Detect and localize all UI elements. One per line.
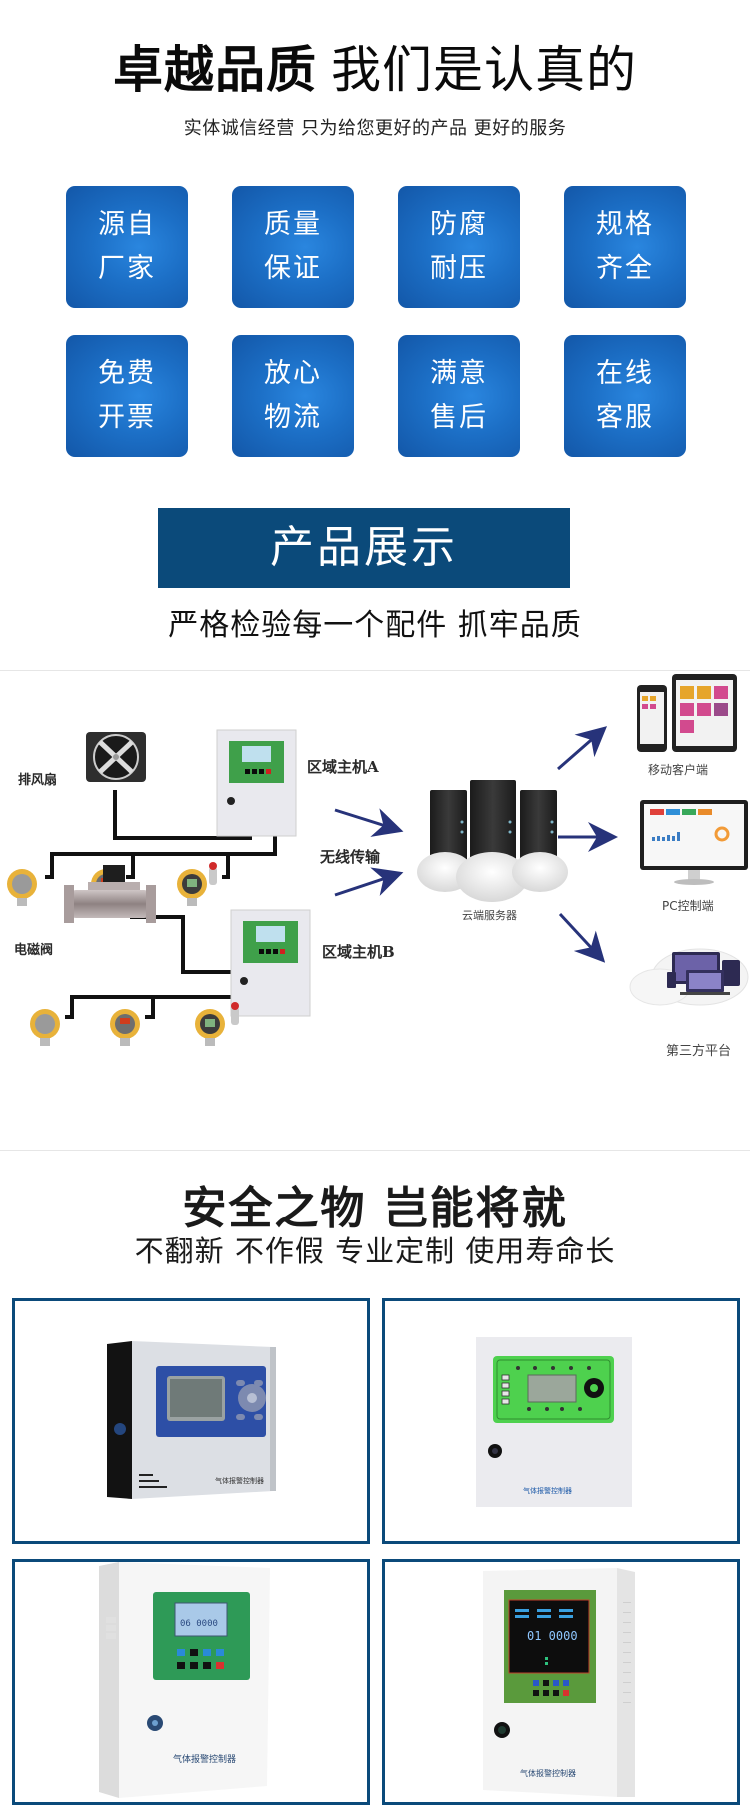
pc-monitor-icon [640,800,748,885]
tile-line1: 源自 [98,209,156,240]
feature-tiles: 源自厂家 质量保证 防腐耐压 规格齐全 免费开票 放心物流 满意售后 在线客服 [66,186,686,457]
feature-tile-anticorrosion: 防腐耐压 [398,186,520,308]
hero-title-bold: 卓越品质 [113,41,317,99]
label-solenoid-valve: 电磁阀 [14,942,53,958]
exhaust-fan-icon [86,732,146,782]
divider [0,1150,750,1151]
label-pc-client: PC控制端 [662,899,714,913]
label-zone-host-a: 区域主机A [307,758,379,776]
tile-line1: 质量 [264,209,322,240]
tile-line2: 物流 [264,402,322,433]
tile-line2: 齐全 [596,253,654,284]
safety-title: 安全之物 岂能将就 [182,1183,568,1234]
product-image-gas-controller-green: 气体报警控制器 [476,1337,632,1507]
feature-tile-logistics: 放心物流 [232,335,354,457]
divider [0,670,750,671]
gas-sensor-icon [30,1009,60,1046]
hero-subtitle: 实体诚信经营 只为给您更好的产品 更好的服务 [183,118,567,139]
solenoid-valve-icon [64,865,156,923]
product-card[interactable]: 06 0000 气体报警控制器 [12,1559,370,1805]
label-wireless: 无线传输 [319,848,381,866]
gas-sensor-icon [110,1009,140,1046]
product-image-gas-controller-blue: 气体报警控制器 [107,1341,276,1499]
product-label: 气体报警控制器 [523,1486,572,1495]
cloud-server-icon [417,780,568,902]
arrow-icon [334,867,404,897]
feature-tile-support[interactable]: 在线客服 [564,335,686,457]
arrow-icon [557,726,608,771]
tile-line1: 免费 [98,358,156,389]
tile-line1: 在线 [596,358,654,389]
tile-line1: 防腐 [430,209,488,240]
safety-subtitle: 不翻新 不作假 专业定制 使用寿命长 [134,1234,616,1268]
tile-line1: 满意 [430,358,488,389]
tile-line1: 放心 [264,358,322,389]
feature-tile-quality: 质量保证 [232,186,354,308]
tile-line2: 耐压 [430,253,488,284]
product-card[interactable]: 气体报警控制器 [12,1298,370,1544]
tile-line2: 开票 [98,402,156,433]
tile-line2: 客服 [596,402,654,433]
product-image-gas-controller-color-lcd: 01 0000 气体报警控制器 [483,1568,635,1797]
third-party-platform-icon [629,948,749,1006]
tile-line2: 厂家 [98,253,156,284]
hero-title: 卓越品质我们是认真的 [0,40,750,100]
tile-line2: 售后 [430,402,488,433]
label-zone-host-b: 区域主机B [322,943,395,961]
zone-controller-a-icon [216,729,297,837]
product-card[interactable]: 气体报警控制器 [382,1298,740,1544]
label-mobile-client: 移动客户端 [648,762,708,777]
gas-sensor-icon [195,1002,239,1046]
system-diagram: 排风扇 区域主机A 无线传输 区域主机B 电磁阀 [0,672,750,1148]
gas-sensor-icon [177,862,217,906]
product-card[interactable]: 01 0000 气体报警控制器 [382,1559,740,1805]
product-label: 气体报警控制器 [520,1768,576,1778]
tile-line2: 保证 [264,253,322,284]
label-cloud-server: 云端服务器 [462,909,517,922]
label-third-party: 第三方平台 [666,1043,731,1059]
feature-tile-aftersales: 满意售后 [398,335,520,457]
lcd-readout: 01 0000 [527,1629,578,1643]
mobile-device-icon [637,674,737,752]
product-label: 气体报警控制器 [215,1476,264,1485]
feature-tile-factory: 源自厂家 [66,186,188,308]
gas-sensor-icon [7,869,37,906]
product-label: 气体报警控制器 [173,1753,236,1765]
showcase-subtitle: 严格检验每一个配件 抓牢品质 [168,608,582,643]
feature-tile-specs: 规格齐全 [564,186,686,308]
zone-controller-b-icon [230,909,311,1017]
arrow-icon [558,912,606,963]
hero-title-light: 我们是认真的 [331,41,637,99]
feature-tile-invoice: 免费开票 [66,335,188,457]
showcase-banner: 产品展示 [158,508,570,588]
lcd-readout: 06 0000 [180,1619,218,1629]
tile-line1: 规格 [596,209,654,240]
product-image-gas-controller-lcd: 06 0000 气体报警控制器 [99,1562,270,1798]
arrow-icon [334,808,404,837]
label-exhaust-fan: 排风扇 [18,772,57,788]
